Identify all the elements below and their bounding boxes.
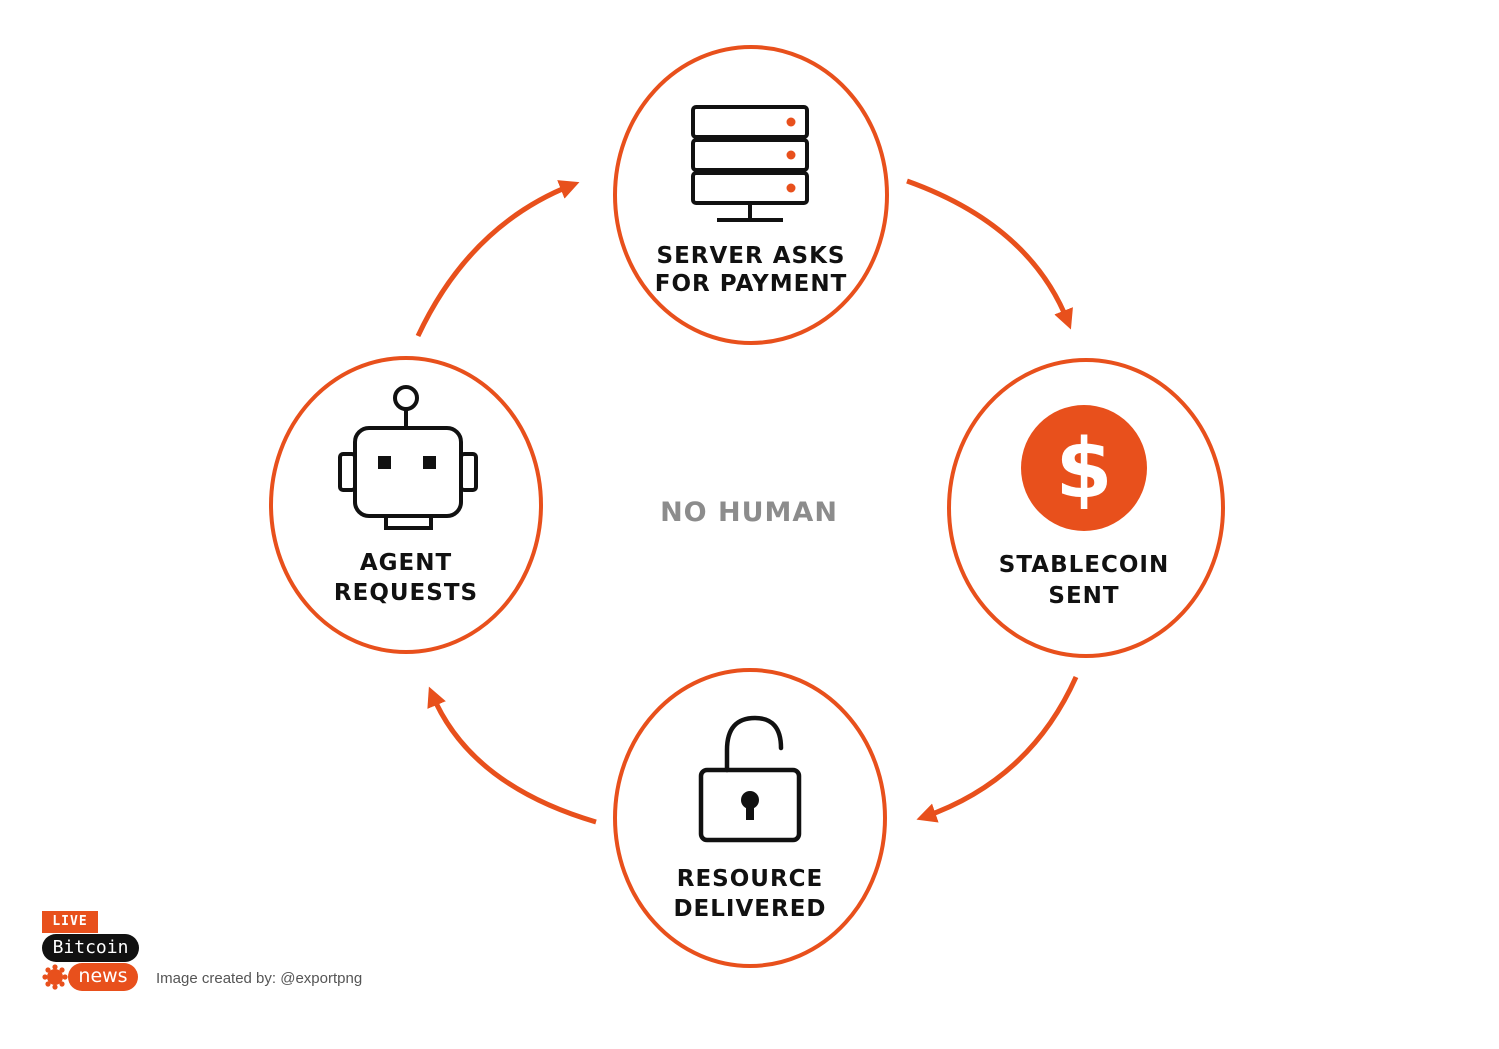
agent-label-line1: AGENT bbox=[360, 550, 452, 576]
logo-news-row: news bbox=[42, 963, 142, 991]
dollar-glyph: $ bbox=[1055, 422, 1112, 517]
logo-live-tag: LIVE bbox=[42, 911, 98, 933]
stablecoin-label-line2: SENT bbox=[1048, 583, 1119, 609]
logo-bitcoin-pill: Bitcoin bbox=[42, 934, 139, 962]
dollar-coin-icon: $ bbox=[1021, 405, 1147, 531]
arrow-server-to-stablecoin bbox=[906, 178, 1073, 330]
node-resource: RESOURCE DELIVERED bbox=[613, 668, 887, 968]
logo-news-pill: news bbox=[68, 963, 138, 991]
agent-label-line2: REQUESTS bbox=[334, 580, 478, 606]
arrow-resource-to-agent bbox=[427, 686, 597, 825]
stablecoin-label-line1: STABLECOIN bbox=[999, 552, 1169, 578]
image-credit: Image created by: @exportpng bbox=[156, 970, 363, 987]
resource-label-line1: RESOURCE bbox=[677, 866, 824, 892]
live-bitcoin-news-logo: LIVE Bitcoin news bbox=[42, 911, 152, 995]
server-label-line1: SERVER ASKS bbox=[657, 243, 846, 269]
arrow-agent-to-server bbox=[415, 180, 580, 338]
sun-icon bbox=[42, 964, 68, 990]
arrow-stablecoin-to-resource bbox=[916, 675, 1079, 823]
center-label: NO HUMAN bbox=[660, 497, 838, 528]
unlocked-padlock-icon bbox=[698, 715, 802, 843]
server-icon bbox=[691, 105, 809, 222]
server-label-line2: FOR PAYMENT bbox=[655, 271, 848, 297]
node-server: SERVER ASKS FOR PAYMENT bbox=[613, 45, 889, 345]
robot-icon bbox=[338, 385, 478, 530]
resource-label-line2: DELIVERED bbox=[673, 896, 826, 922]
node-stablecoin: $ STABLECOIN SENT bbox=[947, 358, 1225, 658]
node-agent: AGENT REQUESTS bbox=[269, 356, 543, 654]
